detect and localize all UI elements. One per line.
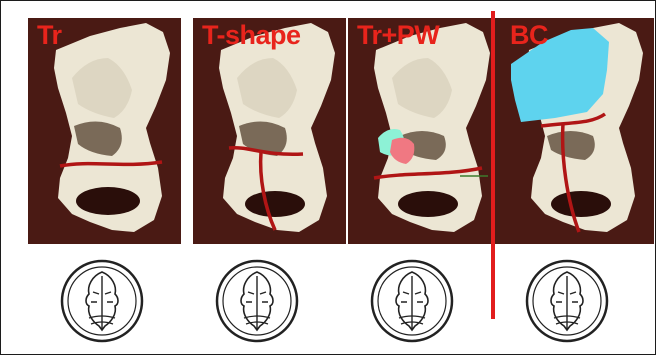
pelvis-tr-image xyxy=(28,18,181,244)
janus-coin-icon xyxy=(59,258,145,344)
panel-label: BC xyxy=(510,22,548,49)
panel-label: Tr+PW xyxy=(357,22,439,49)
pelvis-t-shape-image xyxy=(193,18,346,244)
pelvis-tr-pw-image xyxy=(348,18,501,244)
divider-line xyxy=(491,11,495,319)
panel-label: T-shape xyxy=(202,22,301,49)
panel-t-shape: T-shape xyxy=(193,18,346,244)
panel-bc: BC xyxy=(501,18,654,244)
janus-coin-icon xyxy=(214,258,300,344)
panel-tr: Tr xyxy=(28,18,181,244)
panel-label: Tr xyxy=(37,22,62,49)
panel-tr-pw: Tr+PW xyxy=(348,18,501,244)
janus-coin-icon xyxy=(524,258,610,344)
janus-coin-icon xyxy=(369,258,455,344)
pelvis-bc-image xyxy=(501,18,654,244)
